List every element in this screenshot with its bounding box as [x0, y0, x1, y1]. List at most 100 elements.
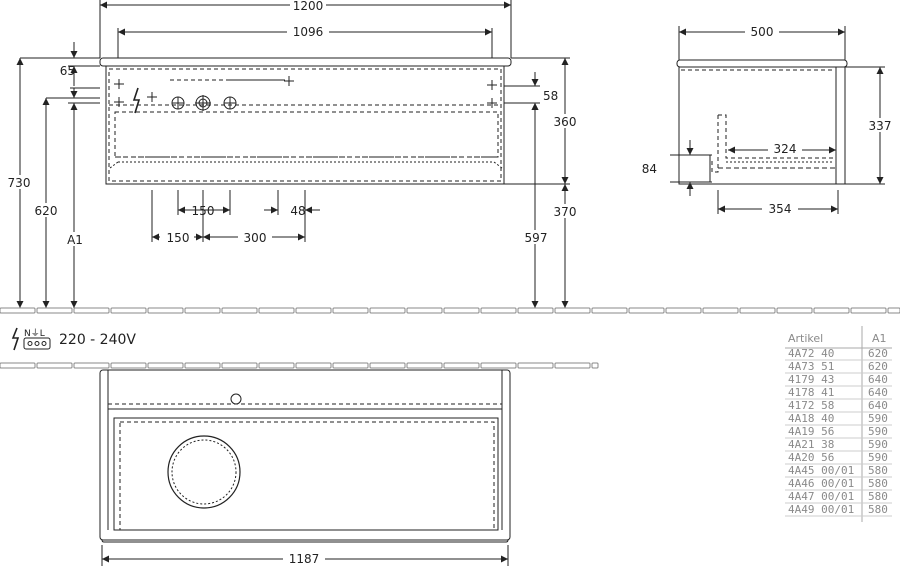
- dim-drawer-offset: 58: [543, 89, 558, 103]
- table-cell-artikel: 4178 41: [788, 386, 834, 399]
- table-cell-a1: 640: [868, 386, 888, 399]
- tile: [184, 307, 221, 314]
- table-cell-artikel: 4A72 40: [788, 347, 834, 360]
- table-cell-artikel: 4172 58: [788, 399, 834, 412]
- tile: [110, 307, 147, 314]
- dim-height-total: 730: [8, 176, 31, 190]
- table-cell-a1: 580: [868, 464, 888, 477]
- tile: [73, 307, 110, 314]
- table-cell-a1: 620: [868, 360, 888, 373]
- tile: [147, 362, 184, 369]
- tile: [0, 307, 36, 314]
- table-cell-a1: 590: [868, 425, 888, 438]
- tile: [702, 307, 739, 314]
- tile: [628, 307, 665, 314]
- table-cell-a1: 590: [868, 438, 888, 451]
- dim-spacing-300: 300: [244, 231, 267, 245]
- front-labels: 1200 1096 65 730 620 A1 58 360 370 597 1…: [2, 0, 584, 247]
- tile: [591, 362, 599, 369]
- tile: [443, 362, 480, 369]
- table-cell-artikel: 4A20 56: [788, 451, 834, 464]
- tile: [443, 307, 480, 314]
- table-cell-a1: 590: [868, 412, 888, 425]
- dim-inner-depth: 324: [774, 142, 797, 156]
- tile: [591, 307, 628, 314]
- dim-width-total: 1200: [293, 0, 324, 13]
- top-view: [99, 369, 511, 566]
- table-cell-artikel: 4179 43: [788, 373, 834, 386]
- tile: [147, 307, 184, 314]
- tile: [184, 362, 221, 369]
- dim-bottom-depth: 354: [769, 202, 792, 216]
- tile: [0, 362, 36, 369]
- table-cell-artikel: 4A19 56: [788, 425, 834, 438]
- tile: [332, 362, 369, 369]
- tile: [73, 362, 110, 369]
- table-cell-artikel: 4A18 40: [788, 412, 834, 425]
- tile: [36, 362, 73, 369]
- floor-tiles: [0, 307, 900, 314]
- table-cell-a1: 590: [868, 451, 888, 464]
- dim-spacing-150-b: 150: [167, 231, 190, 245]
- dim-spacing-48: 48: [290, 204, 305, 218]
- tile: [258, 307, 295, 314]
- tile: [776, 307, 813, 314]
- table-cell-artikel: 4A49 00/01: [788, 503, 854, 516]
- dim-height-620: 620: [35, 204, 58, 218]
- table-cell-a1: 620: [868, 347, 888, 360]
- dim-bottom-height: 370: [554, 205, 577, 219]
- table-cell-a1: 580: [868, 490, 888, 503]
- dim-spacing-150-a: 150: [192, 204, 215, 218]
- table-cell-artikel: 4A21 38: [788, 438, 834, 451]
- dim-cabinet-height: 360: [554, 115, 577, 129]
- side-labels: 500 337 324 84 354: [642, 25, 898, 216]
- top-labels: 1187: [283, 552, 325, 566]
- tile: [221, 362, 258, 369]
- table-cell-artikel: 4A73 51: [788, 360, 834, 373]
- dim-drawer-height: 84: [642, 162, 657, 176]
- tile: [887, 307, 900, 314]
- wall-tiles: [0, 362, 599, 369]
- article-table: Artikel A1 4A72 40 620 4A73 51 620 4179 43 64…: [785, 326, 892, 522]
- tile: [36, 307, 73, 314]
- tile: [221, 307, 258, 314]
- table-header-a1: A1: [872, 332, 887, 345]
- table-cell-a1: 580: [868, 477, 888, 490]
- tile: [295, 362, 332, 369]
- dim-height-a1: A1: [67, 233, 83, 247]
- dim-bottom-597: 597: [525, 231, 548, 245]
- tile: [369, 307, 406, 314]
- tile: [295, 307, 332, 314]
- tile: [406, 307, 443, 314]
- table-cell-artikel: 4A46 00/01: [788, 477, 854, 490]
- voltage-label: 220 - 240V: [59, 332, 136, 348]
- front-view: [16, 0, 570, 308]
- tile: [739, 307, 776, 314]
- table-cell-a1: 640: [868, 399, 888, 412]
- tile: [517, 307, 554, 314]
- dim-depth: 500: [751, 25, 774, 39]
- tile: [110, 362, 147, 369]
- dim-top-width: 1187: [289, 552, 320, 566]
- terminal-label: N⏚L: [24, 328, 45, 339]
- electrical-symbol: N⏚L 220 - 240V: [11, 327, 136, 351]
- tile: [480, 362, 517, 369]
- dim-top-offset: 65: [60, 64, 75, 78]
- tile: [332, 307, 369, 314]
- tile: [554, 362, 591, 369]
- tile: [258, 362, 295, 369]
- lightning-icon: [11, 327, 20, 351]
- tile: [554, 307, 591, 314]
- tile: [406, 362, 443, 369]
- table-header-artikel: Artikel: [788, 332, 823, 345]
- tile: [480, 307, 517, 314]
- tile: [813, 307, 850, 314]
- table-cell-artikel: 4A47 00/01: [788, 490, 854, 503]
- table-cell-artikel: 4A45 00/01: [788, 464, 854, 477]
- dim-width-inner: 1096: [293, 25, 324, 39]
- tile: [850, 307, 887, 314]
- dim-side-height: 337: [869, 119, 892, 133]
- tile: [665, 307, 702, 314]
- table-cell-a1: 580: [868, 503, 888, 516]
